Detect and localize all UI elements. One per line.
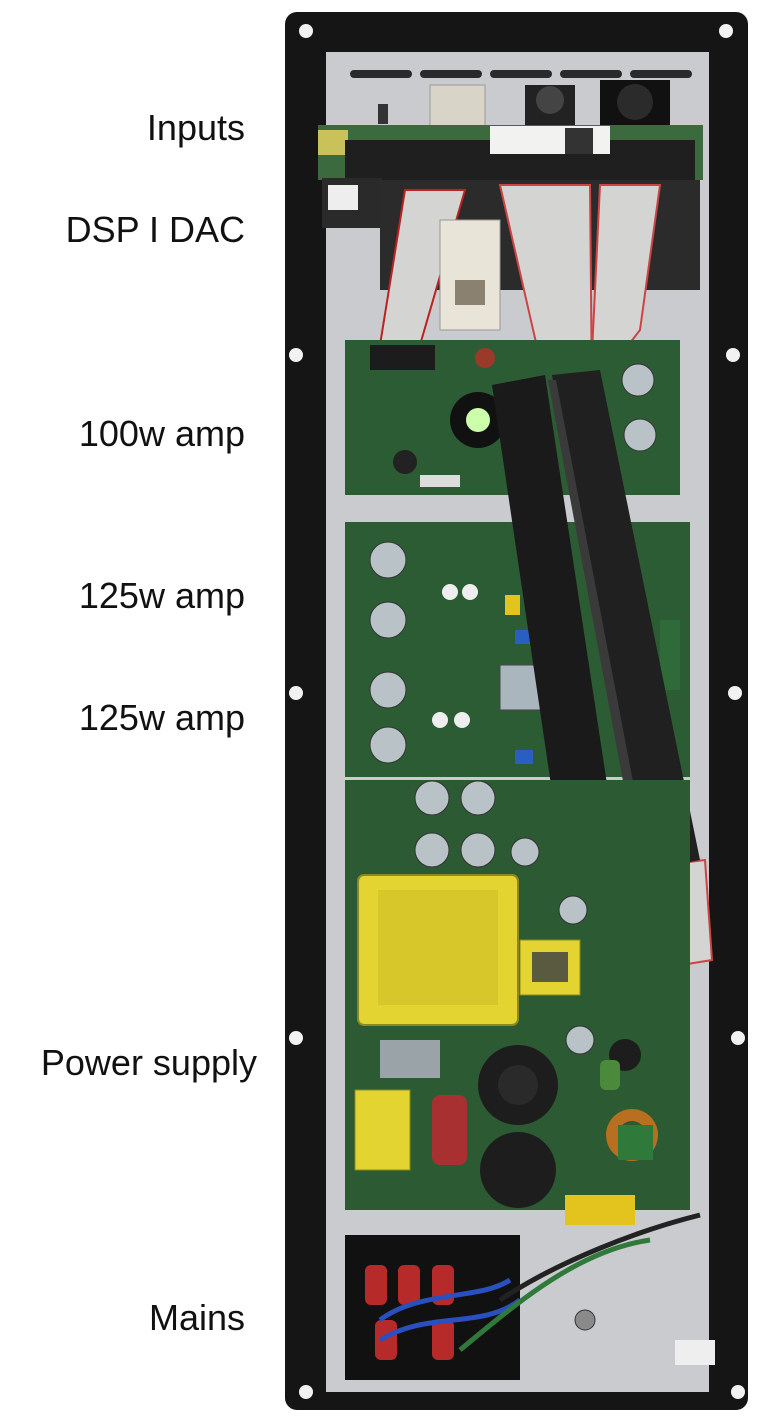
label-100w-amp: 100w amp bbox=[78, 413, 245, 454]
vent-slots bbox=[350, 70, 692, 78]
label-power-supply: Power supply bbox=[40, 1042, 257, 1083]
heatshrink-sleeve bbox=[492, 370, 700, 880]
label-dsp-dac: DSP I DAC bbox=[65, 209, 245, 250]
input-connectors bbox=[378, 80, 670, 131]
power-supply-board bbox=[345, 780, 690, 1225]
label-mains: Mains bbox=[148, 1297, 245, 1338]
frame-holes bbox=[289, 24, 745, 1399]
label-125w-amp-2: 125w amp bbox=[78, 697, 245, 738]
label-125w-amp-1: 125w amp bbox=[78, 575, 245, 616]
label-inputs: Inputs bbox=[146, 107, 245, 148]
mains-inlet bbox=[345, 1212, 715, 1380]
